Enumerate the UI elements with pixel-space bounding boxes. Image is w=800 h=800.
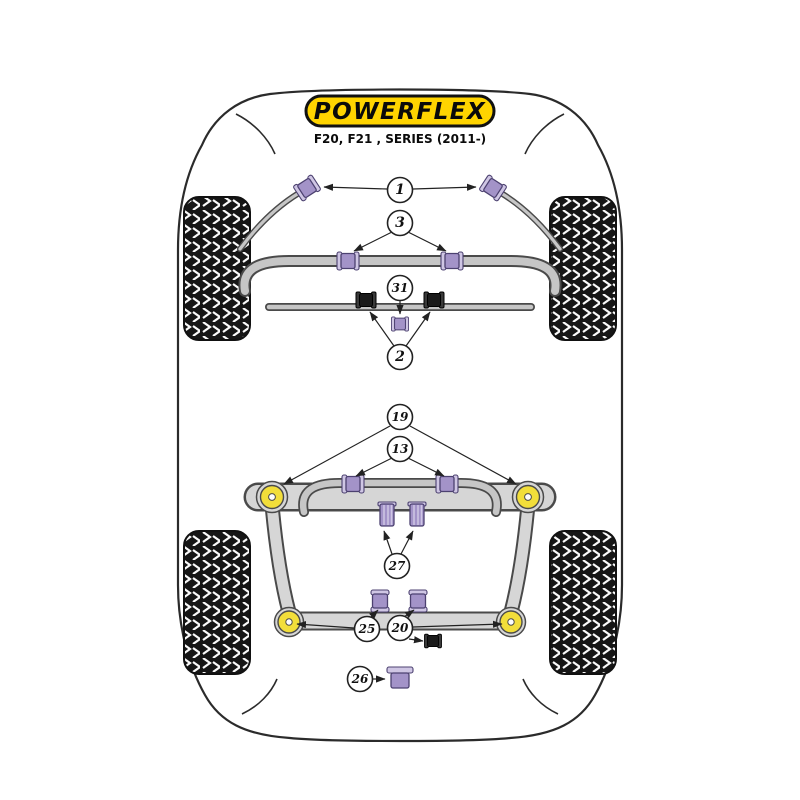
tire-rear-right	[549, 530, 617, 675]
callout-19: 19	[386, 403, 414, 431]
trunk-corner-left	[241, 678, 278, 715]
front-lower-bush-left	[355, 291, 377, 309]
svg-text:19: 19	[392, 410, 409, 424]
svg-text:13: 13	[392, 442, 409, 456]
callout-arrows	[283, 183, 517, 683]
callout-1: 1	[386, 176, 414, 204]
powerflex-logo: POWERFLEX	[304, 94, 496, 128]
subframe-mount-front-right	[511, 480, 545, 514]
bush-26-part	[386, 666, 414, 689]
svg-text:20: 20	[391, 621, 409, 635]
svg-text:1: 1	[395, 182, 405, 198]
callout-3: 3	[386, 209, 414, 237]
svg-text:2: 2	[394, 349, 405, 365]
small-black-bush-20	[424, 633, 442, 649]
subframe-mount-rear-left	[273, 606, 305, 638]
subframe-lower-bush-left	[370, 589, 390, 613]
model-line: F20, F21 , SERIES (2011-)	[314, 132, 486, 146]
callout-31: 31	[386, 274, 414, 302]
svg-text:27: 27	[388, 559, 406, 573]
callout-13: 13	[386, 435, 414, 463]
logo-text: POWERFLEX	[314, 99, 487, 125]
rear-arb-bush-left	[341, 474, 365, 494]
subframe-insert-bush-right	[407, 501, 427, 527]
hood-corner-left	[235, 113, 276, 155]
front-antiroll-bar-assembly	[237, 173, 563, 297]
hood-corner-right	[524, 113, 565, 155]
front-small-bush-31	[390, 316, 410, 332]
svg-text:31: 31	[392, 281, 409, 295]
callout-27: 27	[383, 552, 411, 580]
subframe-lower-bush-right	[408, 589, 428, 613]
subframe-insert-bush-left	[377, 501, 397, 527]
callout-26: 26	[346, 665, 374, 693]
callout-20: 20	[386, 614, 414, 642]
front-lower-bush-right	[423, 291, 445, 309]
svg-text:26: 26	[351, 672, 369, 686]
tire-front-right	[549, 196, 617, 341]
svg-text:3: 3	[395, 215, 405, 231]
tire-rear-left	[183, 530, 251, 675]
rear-antiroll-bar-assembly	[298, 474, 502, 517]
logo-badge	[304, 94, 496, 128]
front-arb-bush-right	[440, 251, 464, 271]
front-arb-bush-left	[336, 251, 360, 271]
tire-front-left	[183, 196, 251, 341]
svg-text:25: 25	[358, 622, 376, 636]
subframe-mount-rear-right	[495, 606, 527, 638]
callout-25: 25	[353, 615, 381, 643]
trunk-corner-right	[522, 678, 559, 715]
subframe-mount-front-left	[255, 480, 289, 514]
rear-arb-bush-right	[435, 474, 459, 494]
callout-2: 2	[386, 343, 414, 371]
